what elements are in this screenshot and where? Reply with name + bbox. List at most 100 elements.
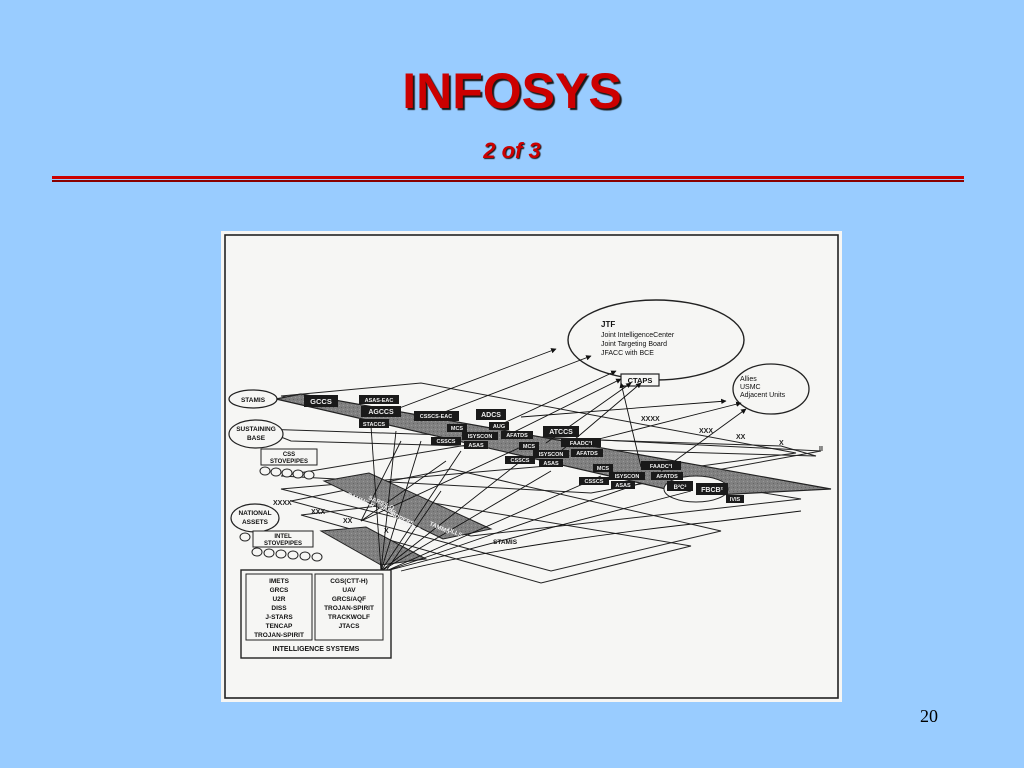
jtf-title: JTF bbox=[601, 320, 615, 329]
stamis-cloud-label: STAMIS bbox=[241, 397, 266, 404]
echelon-x-left: X bbox=[384, 528, 389, 535]
css-stovepipes-line-1: CSS bbox=[283, 452, 295, 458]
svg-text:B²C²: B²C² bbox=[674, 484, 687, 491]
svg-text:ASAS-EAC: ASAS-EAC bbox=[365, 398, 394, 404]
national-assets-line-2: ASSETS bbox=[242, 519, 269, 526]
node-gccs: GCCS bbox=[304, 395, 338, 407]
node-asas-2: ASAS bbox=[539, 459, 563, 467]
allies-line-1: Allies bbox=[740, 376, 757, 383]
svg-text:ISYSCON: ISYSCON bbox=[468, 434, 493, 440]
svg-text:CSSCS: CSSCS bbox=[585, 479, 604, 485]
node-asas-1: ASAS bbox=[464, 441, 488, 449]
stamis-cloud bbox=[228, 389, 278, 409]
echelon-xxx-left: XXX bbox=[311, 509, 325, 516]
svg-text:MCS: MCS bbox=[597, 466, 610, 472]
node-csscs-2: CSSCS bbox=[505, 456, 535, 464]
intel-right-column bbox=[314, 573, 384, 641]
intel-left-column bbox=[245, 573, 313, 641]
svg-text:ASAS: ASAS bbox=[615, 483, 631, 489]
css-stovepipes-box bbox=[260, 448, 318, 466]
intelligence-systems-caption: INTELLIGENCE SYSTEMS bbox=[273, 646, 360, 653]
band-label: ULLS bbox=[446, 527, 463, 539]
node-mcs-3: MCS bbox=[593, 464, 613, 472]
svg-text:ISYSCON: ISYSCON bbox=[539, 452, 564, 458]
sustaining-base-cloud bbox=[228, 419, 284, 449]
intel-left-item: DISS bbox=[271, 605, 287, 612]
svg-text:FAADC³I: FAADC³I bbox=[570, 440, 593, 447]
allies-line-3: Adjacent Units bbox=[740, 392, 786, 399]
intelligence-systems-box bbox=[240, 569, 392, 659]
jtf-line-1: Joint IntelligenceCenter bbox=[601, 332, 675, 339]
echelon-xxxx-left: XXXX bbox=[273, 500, 292, 507]
ctaps-label: CTAPS bbox=[628, 376, 653, 385]
svg-text:STACCS: STACCS bbox=[363, 422, 386, 428]
allies-ellipse bbox=[732, 363, 810, 415]
svg-text:CSSCS: CSSCS bbox=[511, 458, 530, 464]
svg-text:ISYSCON: ISYSCON bbox=[615, 474, 640, 480]
node-aug: AUG bbox=[489, 422, 509, 430]
diagram-canvas: XXXX XXX XX X II XXXX XXX XX X JTF Joint… bbox=[224, 234, 839, 699]
intel-left-item: TROJAN-SPIRIT bbox=[254, 632, 304, 639]
svg-text:ASAS: ASAS bbox=[468, 443, 484, 449]
title-rule-shadow bbox=[52, 180, 964, 182]
svg-text:AFATDS: AFATDS bbox=[656, 474, 678, 480]
svg-text:ADCS: ADCS bbox=[481, 412, 501, 419]
stamis-bottom-label: STAMIS bbox=[493, 539, 518, 546]
echelon-xxx-top: XXX bbox=[699, 428, 713, 435]
node-afatds-2: AFATDS bbox=[571, 449, 603, 457]
node-adcs: ADCS bbox=[476, 409, 506, 420]
intel-right-item: TROJAN-SPIRIT bbox=[324, 605, 374, 612]
intel-stovepipes-line-2: STOVEPIPES bbox=[264, 541, 302, 547]
allies-line-2: USMC bbox=[740, 384, 761, 391]
node-b2c2: B²C² bbox=[667, 481, 693, 491]
node-isyscon-2: ISYSCON bbox=[533, 450, 569, 458]
svg-text:AFATDS: AFATDS bbox=[576, 451, 598, 457]
intel-right-item: TRACKWOLF bbox=[328, 614, 370, 621]
intel-left-list: IMETS GRCS U2R DISS J-STARS TENCAP TROJA… bbox=[254, 578, 304, 639]
svg-text:AFATDS: AFATDS bbox=[506, 433, 528, 439]
infosys-diagram: XXXX XXX XX X II XXXX XXX XX X JTF Joint… bbox=[221, 231, 842, 702]
slide-subtitle: 2 of 3 bbox=[483, 138, 541, 163]
svg-text:ASAS: ASAS bbox=[543, 461, 559, 467]
page-number: 20 bbox=[920, 706, 938, 726]
intel-stovepipe-cylinders bbox=[239, 532, 323, 562]
national-assets-cloud bbox=[230, 503, 280, 533]
shaded-plane-stamis bbox=[322, 472, 493, 540]
intel-right-item: GRCS/AQF bbox=[332, 596, 366, 603]
svg-text:MCS: MCS bbox=[451, 426, 464, 432]
svg-text:GCCS: GCCS bbox=[310, 397, 332, 406]
svg-text:CSSCS-EAC: CSSCS-EAC bbox=[420, 414, 452, 420]
intel-left-item: TENCAP bbox=[266, 623, 293, 630]
svg-text:ATCCS: ATCCS bbox=[549, 429, 573, 436]
intel-right-list: CGS(CTT-H) UAV GRCS/AQF TROJAN-SPIRIT TR… bbox=[324, 578, 374, 630]
node-faadc-1: FAADC³I bbox=[561, 438, 601, 447]
sustaining-base-line-1: SUSTAINING bbox=[236, 426, 276, 433]
echelon-xx-top: XX bbox=[736, 434, 746, 441]
echelon-x-top: X bbox=[779, 440, 784, 447]
figure-border bbox=[224, 234, 839, 699]
echelon-xx-left: XX bbox=[343, 518, 353, 525]
intel-left-item: U2R bbox=[272, 596, 285, 603]
intel-right-item: CGS(CTT-H) bbox=[330, 578, 368, 585]
node-csscs-3: CSSCS bbox=[579, 477, 609, 485]
jtf-ellipse bbox=[567, 299, 745, 381]
node-ivis: IVIS bbox=[726, 495, 744, 503]
intel-stovepipes-line-1: INTEL bbox=[274, 534, 292, 540]
slide-title: INFOSYS bbox=[402, 63, 622, 119]
sustaining-base-line-2: BASE bbox=[247, 435, 266, 442]
node-afatds-3: AFATDS bbox=[651, 472, 683, 480]
node-asas-eac: ASAS-EAC bbox=[359, 395, 399, 404]
node-mcs-2: MCS bbox=[519, 442, 539, 450]
svg-text:CSSCS: CSSCS bbox=[437, 439, 456, 445]
node-isyscon-1: ISYSCON bbox=[462, 432, 498, 440]
node-faadc-2: FAADC³I bbox=[641, 461, 681, 470]
intel-left-item: J-STARS bbox=[265, 614, 293, 621]
svg-text:AGCCS: AGCCS bbox=[368, 409, 394, 416]
node-asas-3: ASAS bbox=[611, 481, 635, 489]
node-csscs-eac: CSSCS-EAC bbox=[414, 411, 459, 421]
echelon-xxxx-top: XXXX bbox=[641, 416, 660, 423]
css-stovepipes-line-2: STOVEPIPES bbox=[270, 459, 308, 465]
shaded-plane-intel bbox=[319, 526, 428, 566]
intel-left-item: IMETS bbox=[269, 578, 290, 585]
echelon-ii-top: II bbox=[819, 446, 823, 453]
